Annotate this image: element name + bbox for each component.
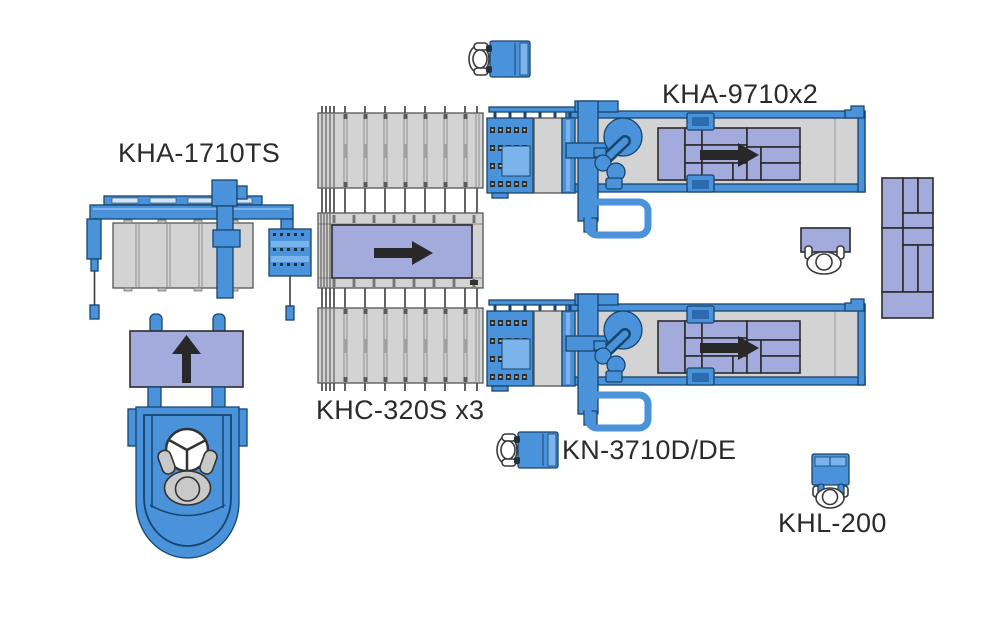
kha-1710ts-machine [86,179,312,321]
flow-arrow-up-icon [172,335,201,383]
operator-carrying-panel [800,227,851,275]
flow-arrow-right-icon [374,241,433,265]
rail-slots [111,197,253,204]
operator-console-top [468,40,531,78]
khc-320s-racks [318,106,483,391]
khc-rack-top [316,111,485,190]
forklift [127,313,248,559]
label-kn-3710: KN-3710D/DE [562,435,737,465]
khl-200-lifter [811,453,850,509]
khc-mid-conveyor [317,212,484,289]
kha-9710-line-bottom [487,294,865,428]
label-kha-9710: KHA-9710x2 [662,79,819,109]
rack-rods [322,383,477,391]
label-kha-1710ts: KHA-1710TS [118,138,281,168]
label-khl-200: KHL-200 [778,508,887,538]
label-khc-320s: KHC-320S x3 [316,395,485,425]
driver [157,449,218,506]
kha-9710-line-top [487,101,865,235]
rack-rods [322,286,477,311]
output-pallet [881,177,934,319]
operator-console-kn3710 [496,431,559,469]
vacuum-plate [268,228,312,321]
rack-rods [322,186,477,215]
khc-rack-bottom [316,306,485,385]
